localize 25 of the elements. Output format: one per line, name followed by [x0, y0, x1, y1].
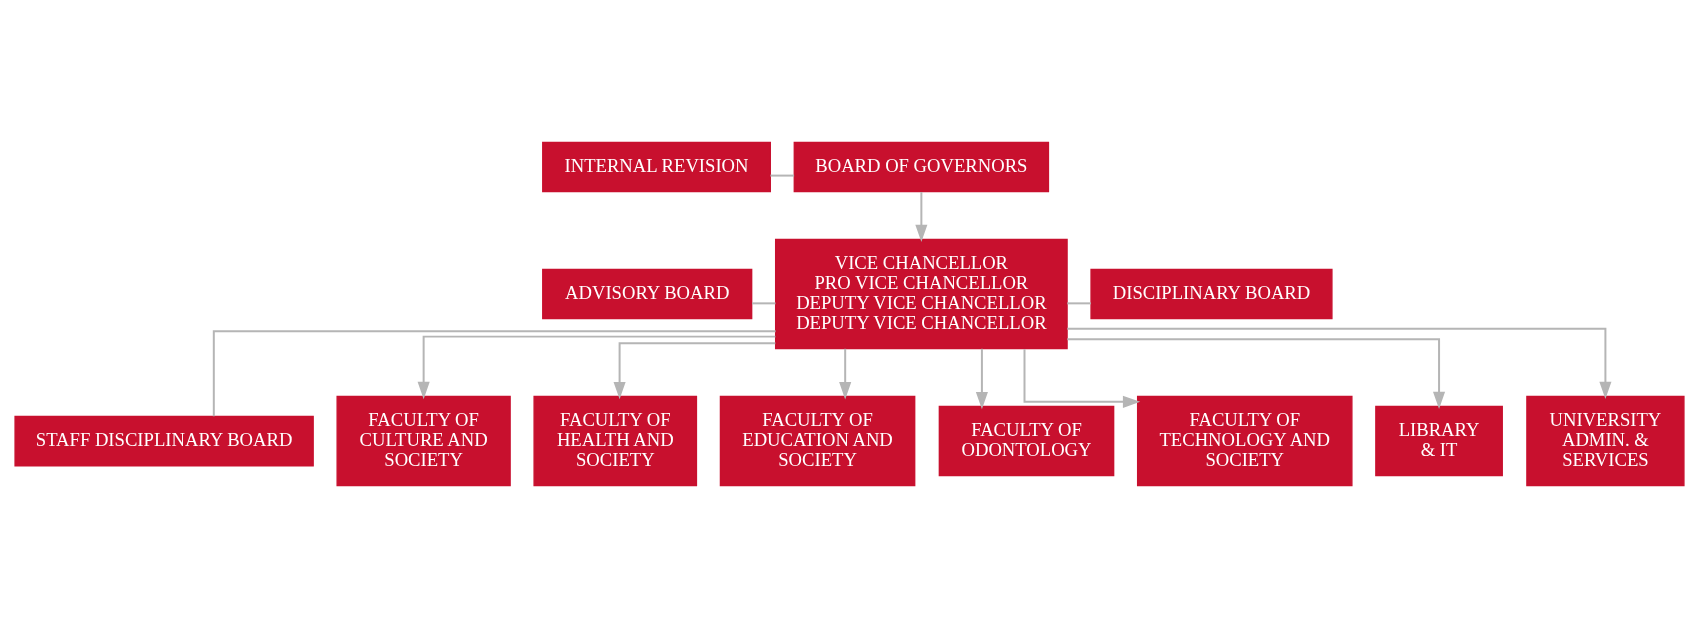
- node-box: FACULTY OF CULTURE AND SOCIETY: [336, 395, 511, 487]
- connector: [212, 330, 777, 418]
- node-box: ADVISORY BOARD: [542, 268, 753, 320]
- node-box: STAFF DISCIPLINARY BOARD: [14, 415, 314, 467]
- node-box: DISCIPLINARY BOARD: [1090, 268, 1333, 320]
- node-box: FACULTY OF TECHNOLOGY AND SOCIETY: [1136, 395, 1353, 487]
- node-box: UNIVERSITY ADMIN. & SERVICES: [1526, 395, 1685, 487]
- node-box: FACULTY OF HEALTH AND SOCIETY: [533, 395, 698, 487]
- arrow: [613, 342, 777, 400]
- node-box: VICE CHANCELLOR PRO VICE CHANCELLOR DEPUTY VICE CHANCELLOR DEPUTY VICE CHANCELLOR: [774, 238, 1068, 350]
- node-box: FACULTY OF ODONTOLOGY: [938, 405, 1115, 477]
- arrow: [915, 191, 928, 243]
- connector: [769, 174, 796, 177]
- arrow: [1066, 327, 1612, 400]
- node-box: INTERNAL REVISION: [542, 141, 771, 193]
- arrow: [975, 347, 988, 410]
- arrow: [839, 347, 852, 400]
- connector: [1066, 302, 1092, 305]
- node-box: FACULTY OF EDUCATION AND SOCIETY: [719, 395, 916, 487]
- node-box: BOARD OF GOVERNORS: [793, 141, 1050, 193]
- arrow: [1023, 348, 1141, 408]
- connector: [751, 302, 777, 305]
- arrow: [1066, 338, 1446, 410]
- arrow: [417, 335, 777, 400]
- node-box: LIBRARY & IT: [1375, 405, 1503, 477]
